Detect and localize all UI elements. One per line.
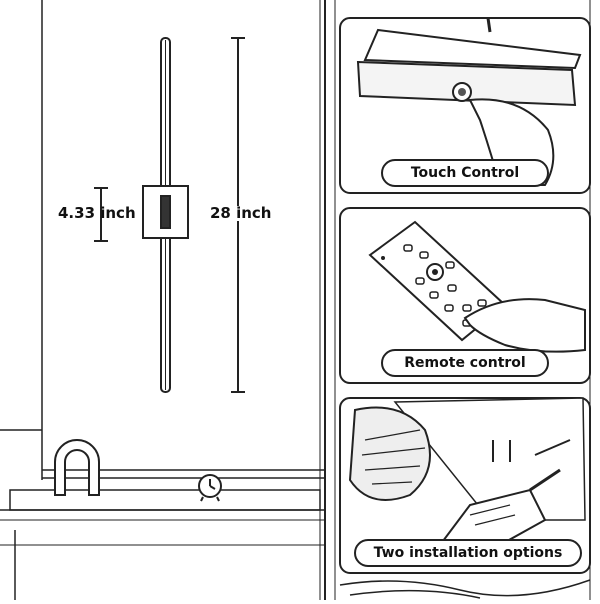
caption-installation-options: Two installation options xyxy=(354,539,582,567)
clock-icon xyxy=(198,474,222,502)
arch-decor xyxy=(54,439,100,496)
caption-remote-control: Remote control xyxy=(381,349,549,377)
width-dimension xyxy=(94,187,108,242)
height-dimension-label: 28 inch xyxy=(208,204,274,222)
width-dimension-label: 4.33 inch xyxy=(58,204,136,222)
panel-touch-control xyxy=(339,17,591,194)
panel-remote-control xyxy=(339,207,591,384)
caption-touch-control: Touch Control xyxy=(381,159,549,187)
panel-installation xyxy=(339,397,591,574)
wall-lamp xyxy=(142,37,189,393)
